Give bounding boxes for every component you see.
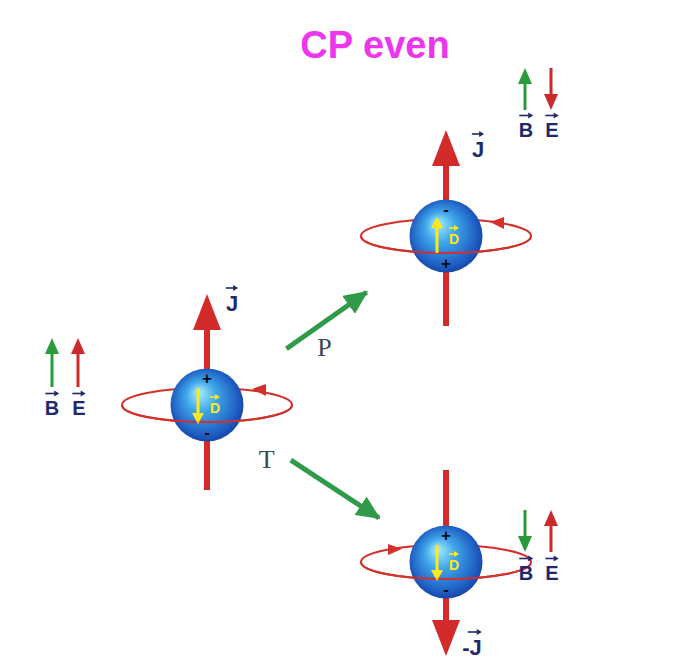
vector-arrow-shaft bbox=[472, 133, 480, 135]
orbit-arrowhead bbox=[490, 217, 504, 229]
field-arrowhead bbox=[71, 338, 85, 354]
dipole-arrowhead bbox=[431, 217, 443, 228]
field-label: B bbox=[519, 562, 533, 585]
sphere-node: + D- bbox=[409, 525, 483, 599]
field-arrowhead bbox=[518, 68, 532, 84]
dipole-arrow bbox=[436, 227, 439, 253]
vector-arrow-shaft bbox=[519, 558, 529, 560]
field-label: B bbox=[45, 397, 59, 420]
vector-arrow-shaft bbox=[45, 393, 55, 395]
field-arrow bbox=[550, 68, 553, 96]
vector-arrow-head bbox=[554, 556, 559, 562]
charge-sign: - bbox=[443, 200, 449, 220]
vector-arrow bbox=[449, 225, 459, 231]
field-arrowhead bbox=[544, 510, 558, 526]
field-label: E bbox=[545, 562, 558, 585]
vector-arrow-shaft bbox=[519, 115, 529, 117]
charge-sign: + bbox=[202, 369, 212, 389]
vector-arrow-head bbox=[233, 285, 238, 291]
spin-label: -J bbox=[462, 635, 482, 661]
field-arrow bbox=[524, 510, 527, 538]
dipole-label: D bbox=[449, 557, 459, 573]
vector-arrow-head bbox=[479, 131, 484, 137]
charge-sign: - bbox=[443, 580, 449, 600]
dipole-label: D bbox=[210, 400, 220, 416]
title: CP even bbox=[300, 24, 449, 67]
transform-arrow bbox=[291, 460, 379, 518]
dipole-arrow bbox=[197, 388, 200, 414]
operation-label: P bbox=[317, 333, 331, 363]
field-label: E bbox=[545, 119, 558, 142]
vector-arrow bbox=[210, 394, 220, 400]
vector-arrow bbox=[226, 285, 238, 291]
vector-arrow-head bbox=[215, 394, 220, 400]
operation-label: T bbox=[259, 445, 275, 475]
vector-arrow bbox=[519, 556, 533, 562]
vector-arrow bbox=[72, 391, 85, 397]
field-label: B bbox=[519, 119, 533, 142]
vector-arrow-head bbox=[554, 113, 559, 119]
spin-arrowhead bbox=[432, 620, 460, 656]
rotation-orbit-front bbox=[361, 236, 531, 253]
spin-arrowhead bbox=[432, 130, 460, 166]
vector-arrow-shaft bbox=[468, 631, 478, 633]
vector-arrow-shaft bbox=[545, 115, 554, 117]
vector-arrows bbox=[45, 113, 558, 636]
dipole-arrowhead bbox=[431, 570, 443, 581]
vector-arrow-head bbox=[454, 551, 459, 557]
orbit-arrowhead bbox=[388, 544, 402, 555]
vector-arrow-head bbox=[528, 113, 533, 119]
vector-arrow-head bbox=[81, 391, 86, 397]
vector-arrow bbox=[468, 629, 482, 635]
field-arrowhead bbox=[45, 338, 59, 354]
rotation-orbit-front bbox=[122, 405, 292, 422]
rotation-orbit-front bbox=[361, 562, 531, 579]
field-arrowhead bbox=[544, 94, 558, 110]
vector-arrow-head bbox=[477, 629, 482, 635]
orbit-arrowhead bbox=[252, 384, 266, 396]
dipole-arrow bbox=[436, 545, 439, 571]
spin-label: J bbox=[472, 137, 484, 163]
field-arrow bbox=[51, 352, 54, 387]
vector-arrow bbox=[449, 551, 459, 557]
vector-arrow-head bbox=[528, 556, 533, 562]
field-arrow bbox=[77, 352, 80, 387]
field-arrow bbox=[524, 82, 527, 110]
field-arrow bbox=[550, 524, 553, 552]
vector-arrow-head bbox=[454, 225, 459, 231]
dipole-label: D bbox=[449, 231, 459, 247]
vector-arrow bbox=[519, 113, 533, 119]
charge-sign: + bbox=[441, 254, 451, 274]
charge-sign: - bbox=[204, 423, 210, 443]
vector-arrow bbox=[472, 131, 484, 137]
vector-arrow-shaft bbox=[72, 393, 81, 395]
vector-arrow-shaft bbox=[226, 287, 234, 289]
vector-arrow bbox=[545, 113, 558, 119]
vector-arrow bbox=[545, 556, 558, 562]
charge-sign: + bbox=[441, 526, 451, 546]
sphere-node: + D- bbox=[170, 368, 244, 442]
spin-arrowhead bbox=[193, 294, 221, 330]
dipole-arrowhead bbox=[192, 413, 204, 424]
field-label: E bbox=[72, 397, 85, 420]
field-arrowhead bbox=[518, 536, 532, 552]
vector-arrow-head bbox=[54, 391, 59, 397]
vector-arrow-shaft bbox=[545, 558, 554, 560]
sphere-node: -D + bbox=[409, 199, 483, 273]
vector-arrow bbox=[45, 391, 59, 397]
spin-label: J bbox=[226, 291, 238, 317]
